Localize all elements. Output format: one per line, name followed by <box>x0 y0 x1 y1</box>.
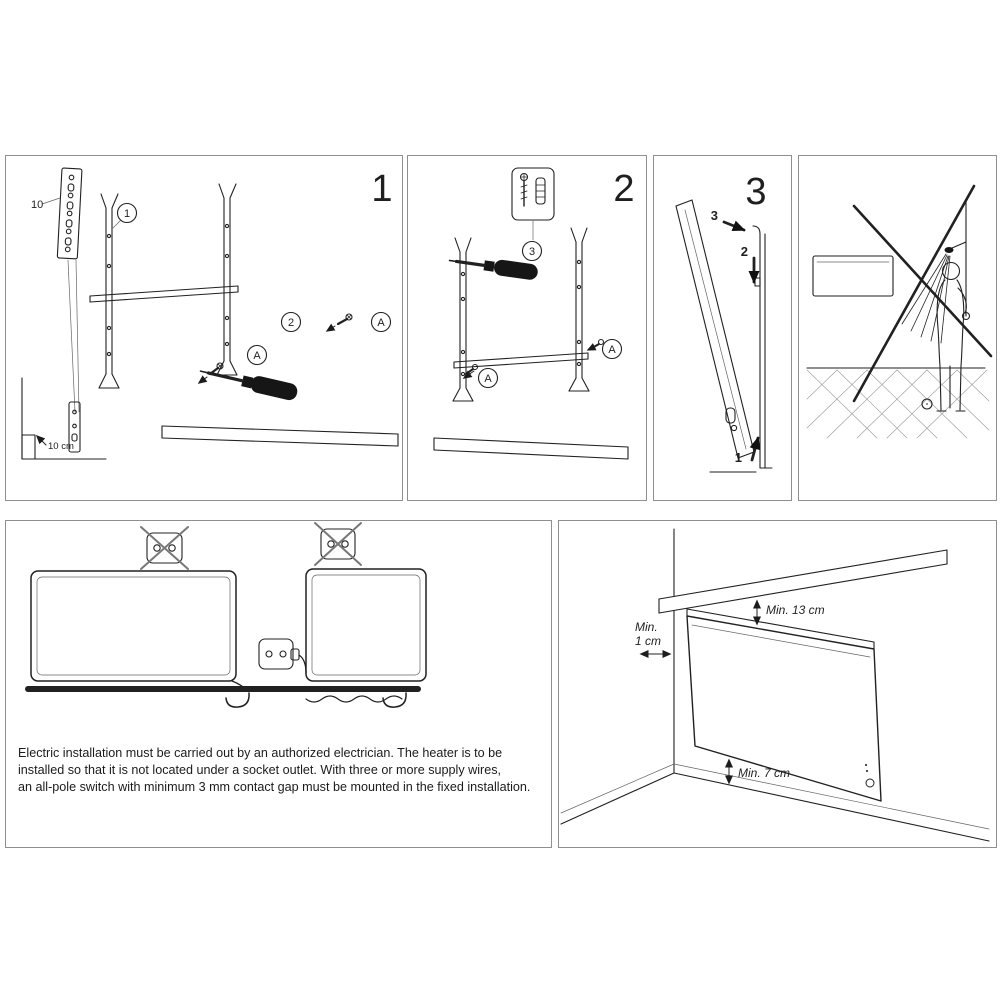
panel-clearances: Min. 13 cm Min. 1 cm Min. 7 cm <box>558 520 997 848</box>
callout-1-label: 1 <box>124 208 130 220</box>
screwdriver-icon <box>199 370 298 401</box>
heater-on-wall <box>812 255 894 297</box>
step-1-drawing <box>21 167 399 460</box>
wall-bracket-left <box>98 193 120 389</box>
floor-section-detail <box>21 377 107 460</box>
step-2-labels: 2 3 A A <box>484 168 634 385</box>
step-3-labels: 3 3 2 1 <box>711 171 767 465</box>
step-number: 1 <box>371 168 392 210</box>
callout-a-label: A <box>484 373 492 385</box>
crossed-socket-icon <box>314 522 362 566</box>
step-3-illustration: 3 3 2 1 <box>675 171 773 473</box>
socket-placement-drawing <box>25 522 427 708</box>
bracket-crossbar <box>89 285 239 303</box>
heater-panel <box>675 199 755 459</box>
clearance-side-label: Min. <box>635 620 658 634</box>
screw-icon <box>325 313 353 332</box>
skirting-board <box>433 437 629 460</box>
clearance-side-label: 1 cm <box>635 634 661 648</box>
screw-icon <box>586 338 605 351</box>
callout-circle-2 <box>280 311 302 333</box>
skirting-board <box>161 425 399 447</box>
panel-step-3: 3 3 2 1 <box>653 155 792 501</box>
note-line: installed so that it is not located unde… <box>18 763 501 777</box>
callout-3-label: 3 <box>529 246 535 258</box>
shower-warning-illustration <box>806 184 993 439</box>
screw-icon <box>462 363 479 379</box>
arrow-1-label: 1 <box>735 450 742 465</box>
wall-bracket-right <box>568 227 590 392</box>
lift-up-arrow <box>749 436 761 462</box>
clearance-drawing <box>560 528 990 842</box>
template-label: 10 <box>31 199 43 211</box>
crossed-socket-icon <box>140 526 189 570</box>
callout-circle-a1 <box>246 344 268 366</box>
heater-panel <box>686 608 882 802</box>
wall-rail <box>752 225 773 469</box>
callout-circle-a2 <box>601 338 623 360</box>
wall-bracket-right <box>216 183 238 376</box>
heater-right <box>305 568 427 682</box>
bracket-crossbar <box>453 352 589 369</box>
electrical-note: Electric installation must be carried ou… <box>18 745 530 796</box>
clearance-labels: Min. 13 cm Min. 1 cm Min. 7 cm <box>635 603 825 780</box>
arrow-3-label: 3 <box>711 208 718 223</box>
shelf <box>658 549 948 614</box>
note-line: Electric installation must be carried ou… <box>18 746 503 760</box>
clearance-bottom-label: Min. 7 cm <box>738 766 790 780</box>
step-2-drawing <box>433 167 629 460</box>
callout-circle-a2 <box>370 311 392 333</box>
step-1-illustration: 1 10 10 cm 1 2 A A <box>21 167 399 460</box>
cable-wave <box>305 695 403 703</box>
step-number: 3 <box>745 171 766 213</box>
prohibition-cross-icon <box>852 184 993 403</box>
callout-a-label: A <box>377 317 385 329</box>
panel-step-1: 1 10 10 cm 1 2 A A <box>5 155 403 501</box>
step-number: 2 <box>613 168 634 210</box>
callout-2-label: 2 <box>288 317 294 329</box>
drain-icon <box>921 398 933 410</box>
tiled-floor <box>806 369 990 439</box>
anchor-plug-icon <box>511 167 555 221</box>
note-line: an all-pole switch with minimum 3 mm con… <box>18 780 531 794</box>
callout-circle-1 <box>116 202 138 224</box>
callout-circle-a1 <box>477 367 499 389</box>
floor-gap-label: 10 cm <box>48 441 74 452</box>
clearance-top-label: Min. 13 cm <box>766 603 825 617</box>
panel-electrical-note: Electric installation must be carried ou… <box>5 520 552 848</box>
socket-placement-illustration <box>25 522 427 708</box>
panel-shower-warning <box>798 155 997 501</box>
callout-a-label: A <box>608 344 616 356</box>
callout-circle-3 <box>521 240 543 262</box>
cable-loop <box>225 692 250 708</box>
arrow-2-label: 2 <box>741 244 748 259</box>
step-1-labels: 1 10 10 cm 1 2 A A <box>31 168 393 452</box>
panel-step-2: 2 3 A A <box>407 155 647 501</box>
step-3-drawing <box>675 199 773 473</box>
heater-left <box>30 570 248 692</box>
cable-loop <box>382 692 407 708</box>
socket-icon <box>258 638 294 670</box>
plug-icon <box>290 648 307 674</box>
shower-scene <box>806 184 993 439</box>
callout-a-label: A <box>253 350 261 362</box>
push-arrow <box>722 220 746 232</box>
step-2-illustration: 2 3 A A <box>433 167 635 460</box>
screwdriver-icon <box>448 259 538 280</box>
drilling-template-icon <box>56 167 83 260</box>
clearance-illustration: Min. 13 cm Min. 1 cm Min. 7 cm <box>560 528 990 842</box>
